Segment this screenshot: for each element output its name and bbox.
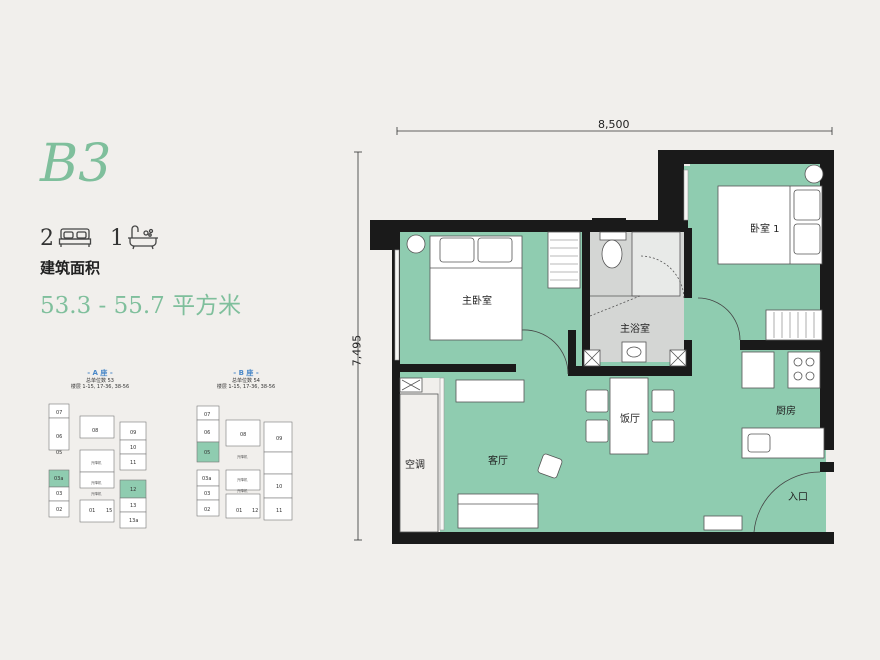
bed-icon	[58, 228, 92, 247]
svg-text:05: 05	[56, 450, 62, 456]
area-label: 建筑面积	[40, 259, 101, 277]
svg-text:06: 06	[204, 430, 210, 436]
svg-text:03a: 03a	[54, 476, 63, 482]
svg-text:03: 03	[204, 491, 210, 497]
svg-text:15: 15	[106, 508, 112, 514]
area-value: 53.3 - 55.7 平方米	[40, 293, 242, 319]
room-bedroom-1: 卧室 1	[750, 224, 780, 235]
bathtub-icon	[128, 225, 158, 250]
key-plan-a-floors: 楼层 1-15, 17-36, 38-56	[70, 384, 130, 391]
svg-text:08: 08	[92, 428, 98, 434]
svg-text:升降机: 升降机	[91, 460, 102, 465]
key-plan-b-floors: 楼层 1-15, 17-36, 38-56	[216, 384, 276, 391]
bedroom-count: 2	[40, 226, 54, 251]
room-kitchen: 厨房	[776, 406, 796, 417]
svg-text:09: 09	[276, 436, 282, 442]
svg-text:升降机: 升降机	[91, 480, 102, 485]
svg-text:06: 06	[56, 434, 62, 440]
bathroom-count: 1	[110, 226, 124, 251]
svg-text:09: 09	[130, 430, 136, 436]
svg-text:01: 01	[89, 508, 95, 514]
key-plan-a: 07 06 05 03a 03 02 08 01 15 09 10 11 12 …	[48, 403, 147, 529]
svg-text:13a: 13a	[129, 518, 138, 524]
key-plan-a-header: - A 座 - 总单位数 53 楼层 1-15, 17-36, 38-56	[40, 368, 160, 391]
svg-text:11: 11	[130, 460, 136, 466]
svg-text:12: 12	[252, 508, 258, 514]
svg-text:12: 12	[130, 487, 136, 493]
svg-text:07: 07	[204, 412, 210, 418]
svg-text:07: 07	[56, 410, 62, 416]
svg-text:02: 02	[56, 507, 62, 513]
room-master-bedroom: 主卧室	[462, 296, 492, 307]
svg-text:08: 08	[240, 432, 246, 438]
room-living: 客厅	[488, 456, 508, 467]
unit-code: B3	[40, 134, 112, 194]
room-entrance: 入口	[788, 492, 808, 503]
svg-text:11: 11	[276, 508, 282, 514]
key-plan-b-header: - B 座 - 总单位数 54 楼层 1-15, 17-36, 38-56	[186, 368, 306, 391]
svg-text:升降机: 升降机	[237, 488, 248, 493]
room-aircon: 空调	[405, 460, 425, 471]
svg-text:05: 05	[204, 450, 210, 456]
room-dining: 饭厅	[620, 414, 640, 425]
svg-text:13: 13	[130, 503, 136, 509]
svg-text:升降机: 升降机	[91, 491, 102, 496]
svg-text:03: 03	[56, 491, 62, 497]
svg-text:升降机: 升降机	[237, 477, 248, 482]
key-plan-a-total: 总单位数 53	[86, 378, 114, 384]
svg-text:10: 10	[130, 445, 136, 451]
room-master-bath: 主浴室	[620, 324, 650, 335]
svg-text:10: 10	[276, 484, 282, 490]
key-plan-b-title: - B 座 -	[233, 369, 259, 377]
svg-text:升降机: 升降机	[237, 454, 248, 459]
key-plan-a-title: - A 座 -	[87, 369, 113, 377]
width-dimension: 8,500	[598, 118, 630, 131]
svg-text:01: 01	[236, 508, 242, 514]
key-plan-b-total: 总单位数 54	[232, 378, 260, 384]
svg-text:03a: 03a	[202, 476, 211, 482]
key-plan-b: 07 06 05 03a 03 02 08 01 12 09 10 11 升降机…	[196, 405, 293, 521]
svg-text:02: 02	[204, 507, 210, 513]
